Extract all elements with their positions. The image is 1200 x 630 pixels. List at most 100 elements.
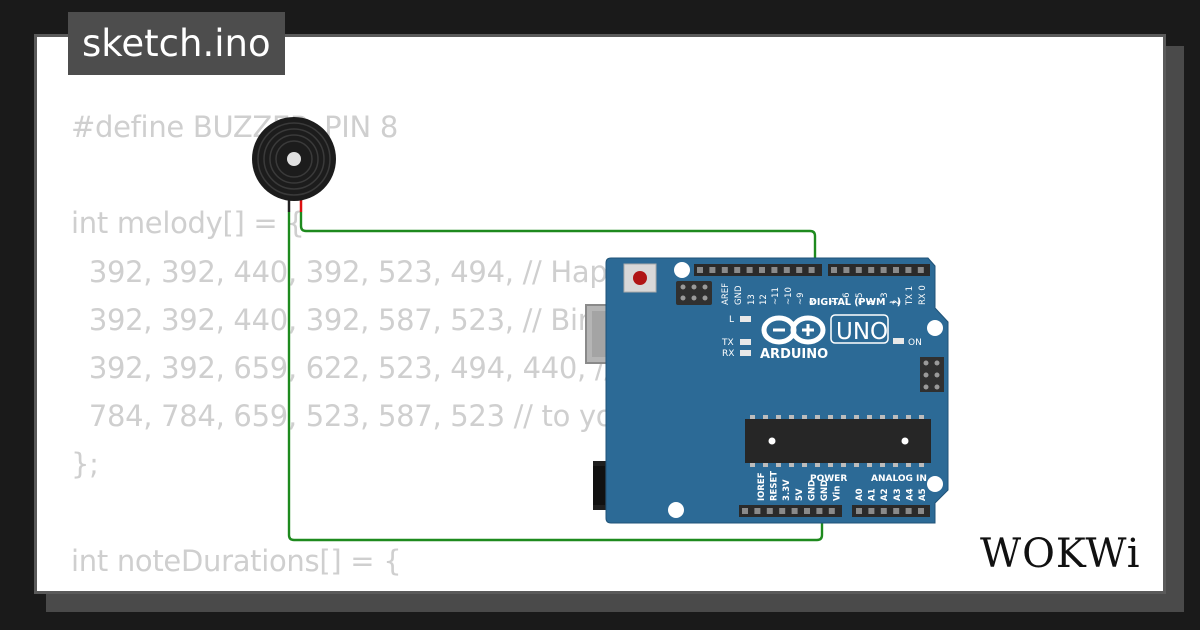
header-pin[interactable] xyxy=(721,267,728,273)
power-header-label: POWER xyxy=(810,474,847,484)
header-pin[interactable] xyxy=(868,267,875,273)
chip-leg xyxy=(854,415,859,419)
header-pin[interactable] xyxy=(831,267,837,273)
power-pin-label: GND xyxy=(820,480,830,501)
chip-leg xyxy=(828,415,833,419)
header-pin[interactable] xyxy=(734,267,741,273)
chip-leg xyxy=(867,463,872,467)
wires xyxy=(287,212,824,542)
header-pin[interactable] xyxy=(917,267,924,273)
digital-pin-label: GND xyxy=(734,285,744,305)
buzzer[interactable] xyxy=(252,117,336,212)
header-pin[interactable] xyxy=(880,508,887,514)
chip-leg xyxy=(880,415,885,419)
header-pin[interactable] xyxy=(759,267,765,273)
chip-leg xyxy=(750,415,755,419)
header-pin[interactable] xyxy=(843,267,850,273)
code-line: 784, 784, 659, 523, 587, 523 // to you xyxy=(71,399,632,434)
analog-pin-label: A0 xyxy=(855,488,865,501)
code-line: #define BUZZER_PIN 8 xyxy=(71,110,398,144)
digital-pin-label: ~6 xyxy=(842,292,852,305)
chip-leg xyxy=(802,463,807,467)
header-pin[interactable] xyxy=(791,508,798,514)
chip-leg xyxy=(815,415,820,419)
header-pin[interactable] xyxy=(808,267,815,273)
chip-leg xyxy=(789,463,794,467)
header-pin[interactable] xyxy=(779,508,786,514)
header-pin[interactable] xyxy=(868,508,875,514)
header-pin[interactable] xyxy=(746,267,753,273)
digital-pin-label: 4 xyxy=(867,300,877,305)
header-pin[interactable] xyxy=(697,267,703,273)
power-pin-label: 5V xyxy=(795,488,805,501)
analog-pin-label: A3 xyxy=(893,488,903,501)
arduino-logo xyxy=(761,315,826,345)
chip-leg xyxy=(893,463,898,467)
chip-leg xyxy=(828,463,833,467)
digital-pin-label: TX 1 xyxy=(905,286,915,306)
digital-pin-label: ~10 xyxy=(784,287,794,305)
header-pin[interactable] xyxy=(804,508,810,514)
chip-leg xyxy=(854,463,859,467)
header-pin[interactable] xyxy=(816,508,823,514)
header-pin[interactable] xyxy=(856,508,862,514)
chip-leg xyxy=(841,415,846,419)
header-pin[interactable] xyxy=(783,267,790,273)
chip-leg xyxy=(841,463,846,467)
header-pin[interactable] xyxy=(855,267,862,273)
header-pin[interactable] xyxy=(766,508,773,514)
digital-pin-label: ~9 xyxy=(796,292,806,305)
model-label: UNO xyxy=(836,319,888,345)
digital-pin-label: ~11 xyxy=(771,287,781,305)
header-pin[interactable] xyxy=(893,508,900,514)
power-pin-label: Vin xyxy=(833,486,843,501)
on-label: ON xyxy=(908,338,922,348)
header-pin[interactable] xyxy=(918,508,924,514)
chip-leg xyxy=(867,415,872,419)
analog-pin-label: A1 xyxy=(868,488,878,501)
power-pin-label: IOREF xyxy=(757,472,767,501)
header-pin[interactable] xyxy=(796,267,803,273)
file-tab[interactable]: sketch.ino xyxy=(68,12,285,75)
power-pin-label: GND xyxy=(807,480,817,501)
chip-leg xyxy=(906,415,911,419)
header-pin[interactable] xyxy=(880,267,887,273)
digital-pin-label: 12 xyxy=(759,294,769,305)
digital-pin-label: ~5 xyxy=(855,292,865,305)
chip-leg xyxy=(763,463,768,467)
header-pin[interactable] xyxy=(771,267,778,273)
wokwi-logo-text: WOKWi xyxy=(980,531,1141,576)
chip-leg xyxy=(815,463,820,467)
digital-pin-label: AREF xyxy=(721,283,731,305)
chip-leg xyxy=(880,463,885,467)
power-pin-label: RESET xyxy=(770,471,780,501)
wokwi-logo: WOKWi xyxy=(980,531,1141,576)
header-pin[interactable] xyxy=(905,267,912,273)
chip-leg xyxy=(802,415,807,419)
code-line: int melody[] = { xyxy=(71,206,305,241)
chip-leg xyxy=(919,415,924,419)
chip-leg xyxy=(789,415,794,419)
led-tx-label: TX xyxy=(721,338,734,348)
analog-pin-label: A5 xyxy=(918,488,928,501)
header-pin[interactable] xyxy=(905,508,912,514)
analog-pin-label: A4 xyxy=(905,488,915,501)
analog-header-label: ANALOG IN xyxy=(871,474,927,484)
header-pin[interactable] xyxy=(742,508,748,514)
digital-pin-label: 8 xyxy=(809,300,819,305)
digital-pin-label: 7 xyxy=(830,300,840,305)
digital-pin-label: 13 xyxy=(747,294,757,305)
header-pin[interactable] xyxy=(893,267,899,273)
led-l-label: L xyxy=(729,315,734,325)
header-pin[interactable] xyxy=(828,508,835,514)
digital-pin-label: ~3 xyxy=(880,292,890,305)
header-pin[interactable] xyxy=(754,508,761,514)
chip-leg xyxy=(893,415,898,419)
chip-leg xyxy=(906,463,911,467)
digital-pin-label: 2 xyxy=(892,300,902,305)
header-pin[interactable] xyxy=(709,267,716,273)
wire-ground xyxy=(287,212,824,542)
